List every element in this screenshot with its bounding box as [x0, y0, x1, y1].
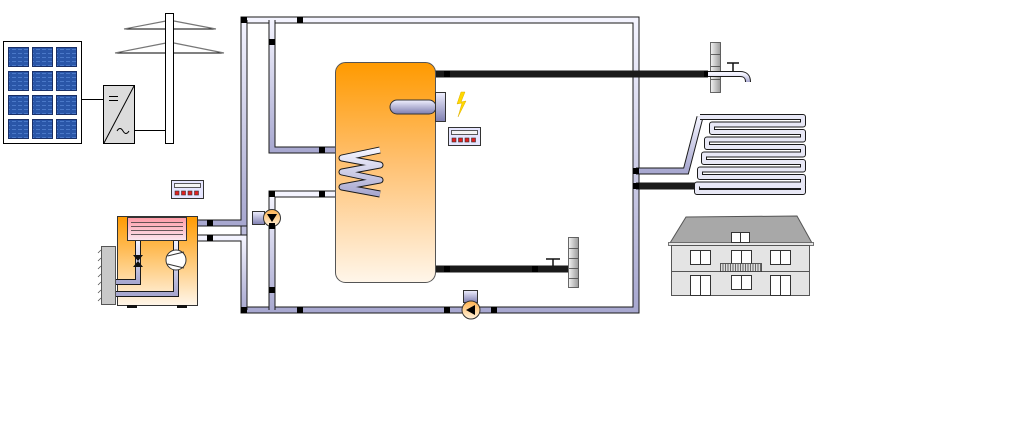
solar-panel — [3, 41, 82, 144]
wall-section — [568, 237, 579, 288]
pipe-joint — [704, 71, 710, 77]
floor-heating — [694, 114, 806, 195]
inverter — [103, 85, 135, 144]
evaporator-fin — [97, 297, 102, 302]
pipe-joint — [532, 266, 538, 272]
solar-cell — [56, 71, 77, 91]
pipe-joint — [319, 147, 325, 153]
heat-pump-controller — [171, 180, 204, 199]
storage-tank — [335, 62, 436, 283]
compressor-icon — [165, 249, 187, 271]
heating-coil — [338, 146, 384, 198]
pipe-joint — [491, 307, 497, 313]
floor-heating-pipe — [695, 115, 805, 194]
wall-section — [710, 42, 721, 93]
solar-cell — [56, 47, 77, 67]
electric-heater — [389, 92, 446, 122]
evaporator-fin — [97, 273, 102, 278]
lightning-icon — [456, 91, 467, 118]
pipe-joints — [207, 17, 710, 313]
solar-cell — [32, 47, 53, 67]
circulation-pump[interactable] — [461, 290, 481, 320]
pipe-joint — [444, 266, 450, 272]
dc-symbol — [109, 96, 118, 101]
pipe-joint — [207, 235, 213, 241]
pump-direction-left-icon — [466, 305, 475, 315]
charging-pump[interactable] — [252, 209, 281, 227]
expansion-valve-icon — [133, 255, 143, 267]
tap-handle-icon — [727, 62, 739, 71]
heat-pump — [97, 216, 198, 308]
evaporator — [101, 246, 116, 305]
controller-button[interactable] — [464, 137, 470, 143]
pipe-joint — [444, 307, 450, 313]
pipe-joint — [241, 307, 247, 313]
pipe-joint — [207, 220, 213, 226]
electrical-wire — [82, 99, 165, 131]
solar-cell — [56, 95, 77, 115]
solar-cell — [8, 95, 29, 115]
pipe-joint — [269, 191, 275, 197]
pipe-joint — [297, 17, 303, 23]
solar-cell — [32, 71, 53, 91]
controller-button[interactable] — [194, 190, 199, 196]
ac-symbol — [116, 128, 130, 134]
solar-cell — [8, 119, 29, 139]
pipe-joint — [269, 287, 275, 293]
pipe-joint — [269, 223, 275, 229]
controller-button[interactable] — [471, 137, 476, 143]
controller-button[interactable] — [187, 190, 193, 196]
controller-button[interactable] — [458, 137, 463, 143]
solar-cell — [32, 119, 53, 139]
solar-cell — [32, 95, 53, 115]
solar-cell — [8, 47, 29, 67]
pipe-joint — [241, 17, 247, 23]
solar-cell — [56, 119, 77, 139]
solar-cell — [8, 71, 29, 91]
pipe-joint — [297, 307, 303, 313]
pipe-joint — [269, 39, 275, 45]
controller-button[interactable] — [174, 190, 180, 196]
power-pylon — [114, 13, 225, 144]
pump-direction-down-icon — [267, 214, 277, 222]
house — [668, 215, 814, 296]
hot-water-tap[interactable] — [708, 42, 751, 93]
pipe-joint — [319, 191, 325, 197]
pipe-joint — [444, 71, 450, 77]
evaporator-fin — [97, 257, 102, 262]
cold-water-inlet[interactable] — [546, 237, 579, 288]
valve-handle-icon — [546, 258, 560, 266]
pipe-joint — [633, 183, 639, 189]
evaporator-fin — [97, 265, 102, 270]
controller-button[interactable] — [451, 137, 457, 143]
evaporator-fin — [97, 249, 102, 254]
evaporator-fin — [97, 289, 102, 294]
controller-button[interactable] — [181, 190, 186, 196]
evaporator-fin — [97, 281, 102, 286]
balcony — [720, 263, 762, 272]
heater-controller — [448, 127, 481, 146]
condenser — [127, 217, 187, 241]
pipe-joint — [633, 168, 639, 174]
